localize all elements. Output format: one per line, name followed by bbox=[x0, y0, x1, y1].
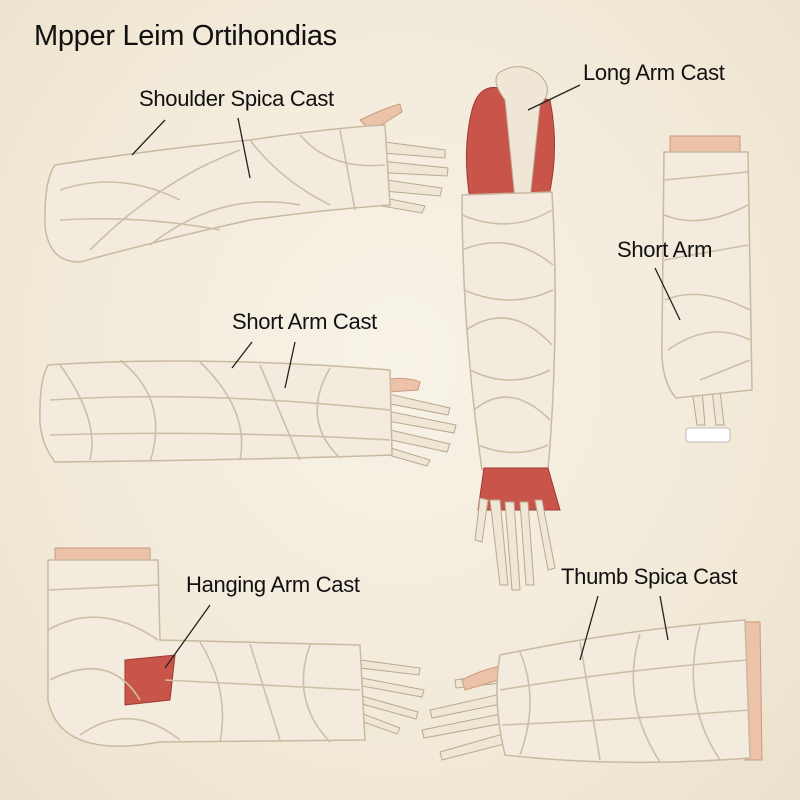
label-thumb-spica-cast: Thumb Spica Cast bbox=[561, 564, 738, 589]
page-title: Mpper Leim Ortihondias bbox=[34, 20, 337, 52]
label-hanging-arm-cast: Hanging Arm Cast bbox=[186, 572, 360, 597]
thumb-spica-cast-illustration bbox=[421, 619, 763, 764]
shoulder-spica-cast-illustration bbox=[44, 103, 449, 263]
label-short-arm-cast: Short Arm Cast bbox=[232, 309, 377, 334]
short-arm-cast-illustration bbox=[39, 359, 457, 467]
label-short-arm: Short Arm bbox=[617, 237, 713, 262]
short-arm-right-illustration bbox=[661, 135, 753, 443]
hanging-arm-cast-illustration bbox=[47, 547, 425, 747]
label-shoulder-spica-cast: Shoulder Spica Cast bbox=[139, 86, 334, 111]
leader-lines bbox=[131, 84, 681, 669]
label-long-arm-cast: Long Arm Cast bbox=[583, 60, 725, 85]
long-arm-cast-illustration bbox=[461, 66, 561, 591]
